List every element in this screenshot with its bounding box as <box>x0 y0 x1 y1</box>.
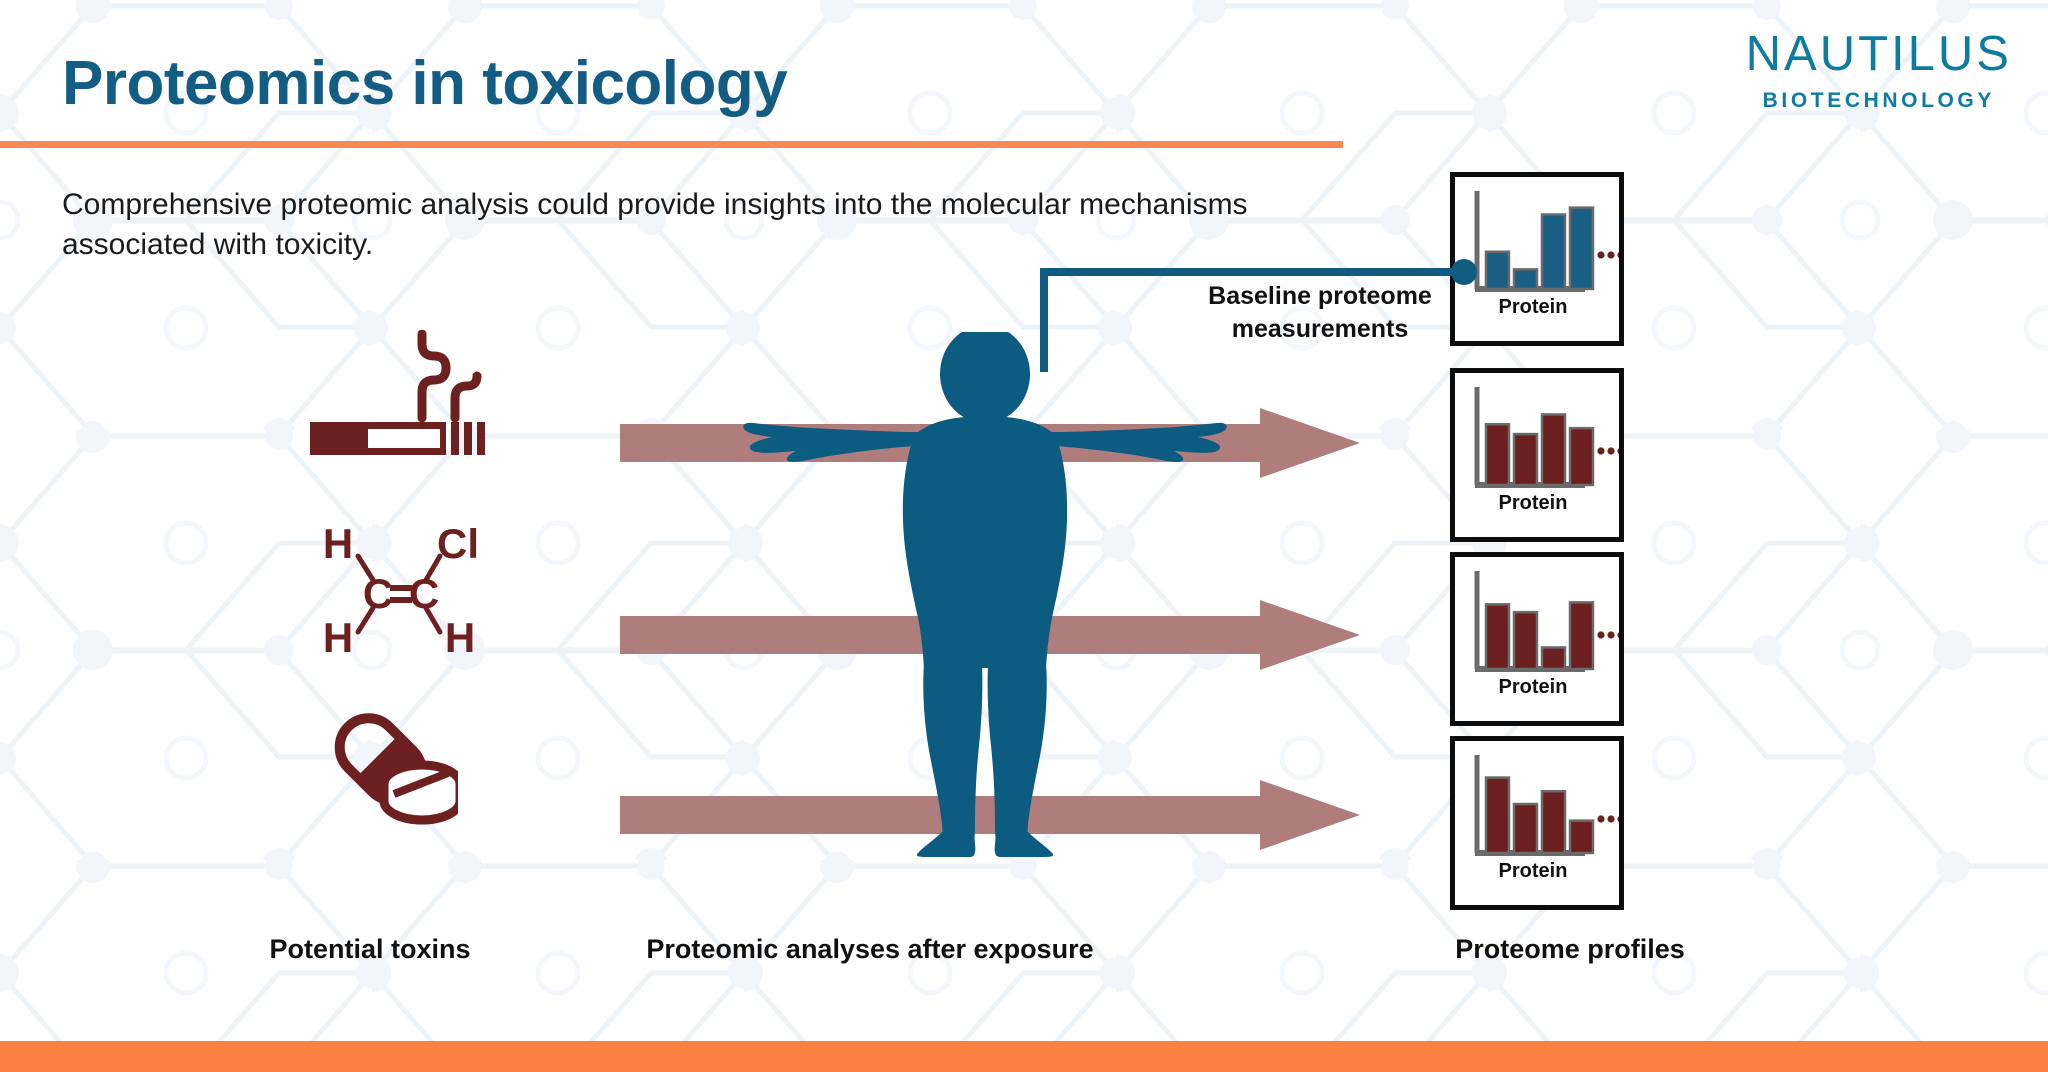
connector-label: Baseline proteome measurements <box>1208 282 1432 343</box>
axis-label-protein: Protein <box>1499 676 1568 698</box>
ellipsis-icon <box>1597 631 1625 639</box>
bar-chart: Protein <box>1474 387 1625 514</box>
logo-subtitle: BIOTECHNOLOGY <box>1762 89 1995 112</box>
ellipsis-icon <box>1597 251 1625 259</box>
ellipsis-icon <box>1597 447 1625 455</box>
ellipsis-icon <box>1597 815 1625 823</box>
svg-text:H: H <box>323 614 353 658</box>
chemical-structure-icon: H Cl C C H H <box>323 528 479 658</box>
logo-wordmark: NAUTILUS <box>1745 27 2012 81</box>
svg-text:Cl: Cl <box>437 528 479 567</box>
svg-text:H: H <box>445 614 475 658</box>
proteome-profile-panel[interactable]: Protein <box>1450 368 1625 542</box>
svg-text:C: C <box>409 570 439 617</box>
axis-label-protein: Protein <box>1499 860 1568 882</box>
proteome-profile-panel[interactable]: Protein <box>1450 552 1625 726</box>
caption-proteomic-analyses: Proteomic analyses after exposure <box>646 934 1094 964</box>
svg-text:H: H <box>323 528 353 567</box>
bar-chart: Protein <box>1474 571 1625 698</box>
nautilus-logo: NAUTILUS BIOTECHNOLOGY <box>1745 27 2012 112</box>
proteome-profile-panel[interactable]: Protein <box>1450 736 1625 910</box>
human-body-silhouette <box>743 332 1227 857</box>
bar-chart: Protein <box>1474 755 1625 882</box>
title-divider-rule <box>0 141 1343 148</box>
svg-text:C: C <box>363 570 393 617</box>
bottom-accent-bar <box>0 1041 2048 1072</box>
page-title: Proteomics in toxicology <box>62 49 788 118</box>
pills-icon <box>334 713 458 825</box>
caption-proteome-profiles: Proteome profiles <box>1455 934 1685 964</box>
intro-paragraph: Comprehensive proteomic analysis could p… <box>62 188 1248 261</box>
axis-label-protein: Protein <box>1499 492 1568 514</box>
caption-potential-toxins: Potential toxins <box>269 934 471 964</box>
cigarette-icon <box>310 330 485 455</box>
